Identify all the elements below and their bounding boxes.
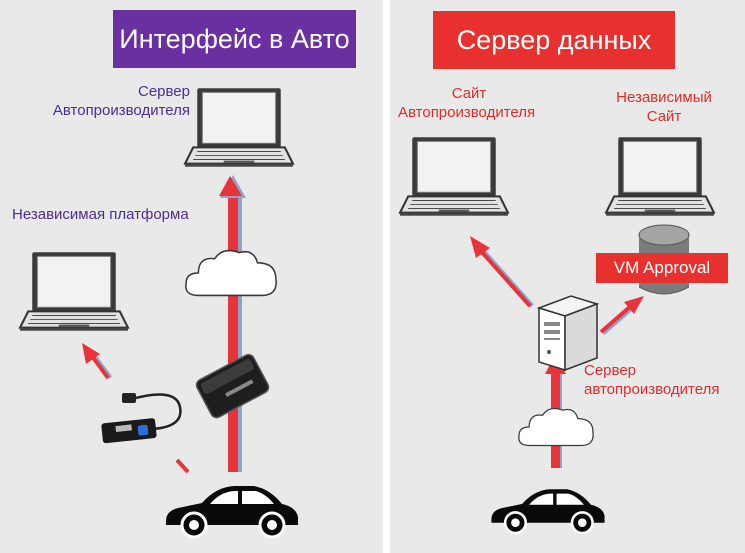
maker-site-label-line1: Сайт xyxy=(451,85,487,102)
left-panel: Интерфейс в Авто Сервер Автопроизводител… xyxy=(0,0,383,553)
platform-arrow xyxy=(82,343,113,380)
obd-adapter-icon xyxy=(195,353,270,419)
maker-server-label-line2: автопроизводителя xyxy=(584,381,720,398)
independent-site-label-line2: Сайт xyxy=(646,108,682,125)
laptop-icon xyxy=(18,250,130,332)
panel-title: Сервер данных xyxy=(433,11,675,69)
right-panel: Сервер данных Сайт Автопроизводителя Нез… xyxy=(390,0,745,553)
car-icon xyxy=(488,481,608,537)
independent-site-label-line1: Независимый xyxy=(616,89,712,106)
laptop-icon xyxy=(398,135,510,217)
vm-approval-badge: VM Approval xyxy=(596,253,728,283)
cloud-icon xyxy=(180,242,282,304)
panel-title: Интерфейс в Авто xyxy=(113,10,356,68)
server-to-site-arrow xyxy=(470,236,534,308)
maker-site-label-line2: Автопроизводителя xyxy=(398,104,536,121)
dashed-link xyxy=(175,458,190,474)
diagnostic-cable-icon xyxy=(101,393,182,444)
maker-server-label-line1: Сервер xyxy=(137,83,190,100)
cloud-icon xyxy=(514,400,598,454)
maker-server-label-line2: Автопроизводителя xyxy=(52,102,190,119)
laptop-icon xyxy=(183,86,295,168)
laptop-icon xyxy=(604,135,716,217)
maker-server-label-line1: Сервер xyxy=(584,362,637,379)
independent-platform-label: Независимая платформа xyxy=(12,206,189,223)
upload-arrow xyxy=(219,175,246,472)
car-icon xyxy=(162,477,302,541)
server-tower-icon xyxy=(536,295,600,372)
arrows-layer xyxy=(82,175,246,474)
server-to-database-arrow xyxy=(599,296,644,335)
